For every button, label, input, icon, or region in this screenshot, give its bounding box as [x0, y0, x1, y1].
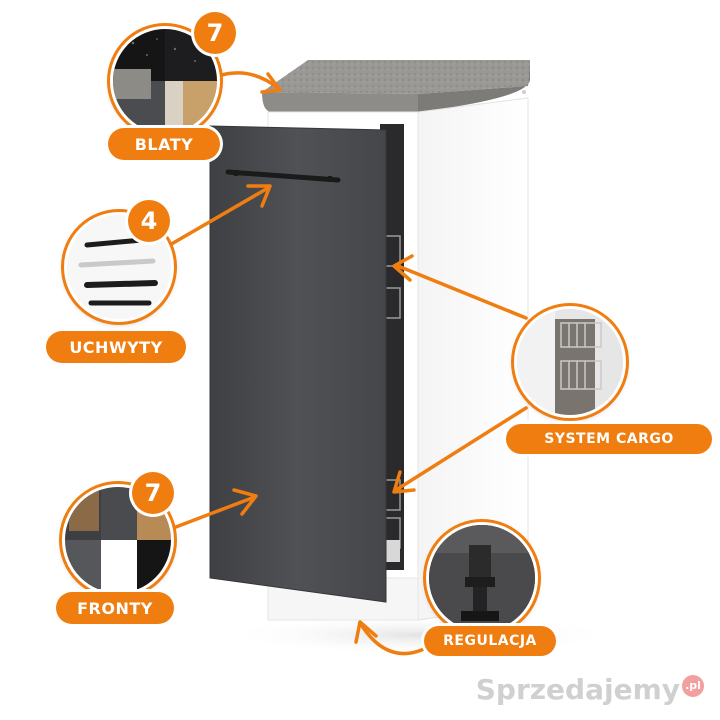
arrow-blaty [216, 71, 280, 90]
uchwyty-label: UCHWYTY [46, 331, 186, 363]
arrow-fronty [166, 496, 254, 532]
blaty-count-badge: 7 [194, 12, 236, 54]
arrow-uchwyty [166, 186, 270, 248]
arrow-cargo-top [396, 264, 528, 320]
regulacja-label: REGULACJA [424, 626, 556, 656]
arrow-cargo-bottom [394, 406, 528, 492]
fronty-label: FRONTY [56, 592, 174, 624]
system-cargo-photo-circle [514, 306, 626, 418]
watermark: Sprzedajemy.pl [476, 673, 704, 706]
arrow-regulacja [360, 624, 432, 656]
cabinet-door [209, 125, 387, 603]
system-cargo-label: SYSTEM CARGO [506, 424, 712, 454]
regulacja-leg-photo-circle [426, 522, 538, 634]
blaty-swatch-circle [110, 26, 220, 136]
fronty-count-badge: 7 [132, 472, 174, 514]
uchwyty-count-badge: 4 [128, 200, 170, 242]
door-handle [225, 169, 341, 183]
blaty-label: BLATY [108, 128, 220, 160]
uchwyty-swatch-circle [64, 212, 174, 322]
countertop [262, 60, 530, 94]
